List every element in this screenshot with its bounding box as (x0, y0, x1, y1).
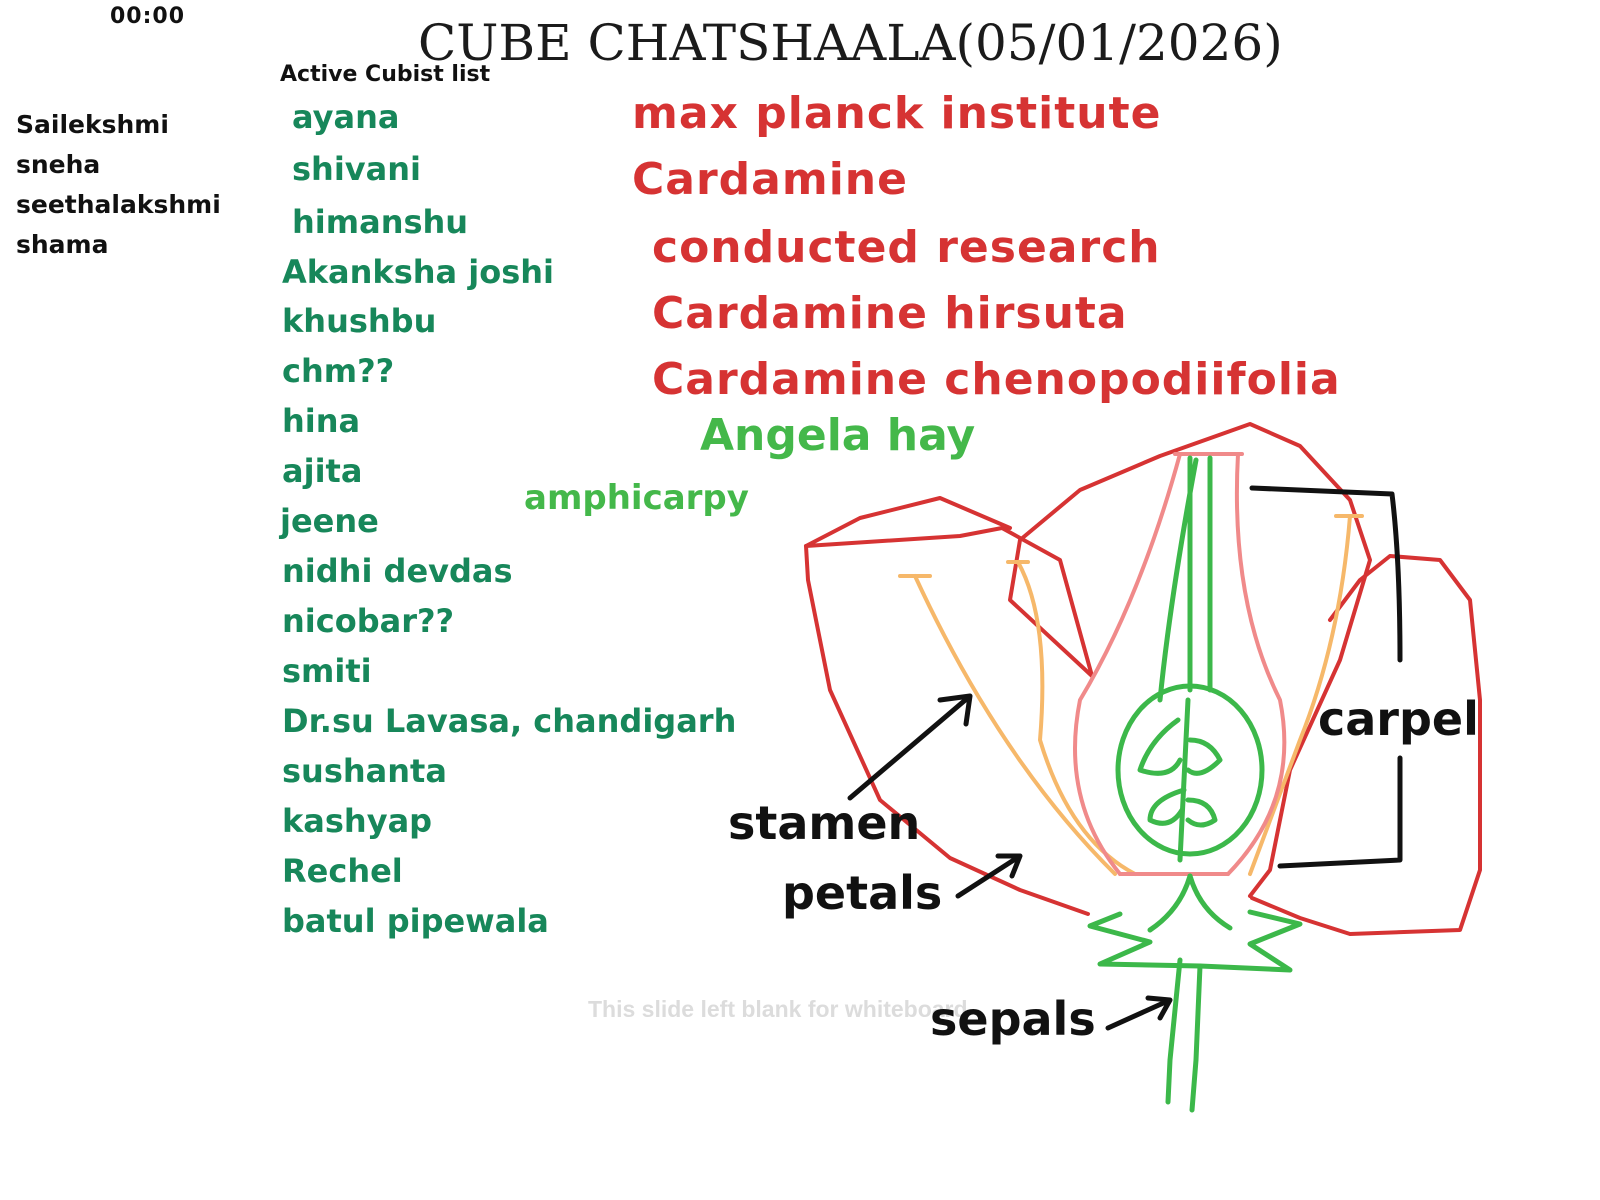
timer-display: 00:00 (110, 4, 186, 29)
note-chenopodiifolia: Cardamine chenopodiifolia (652, 354, 1341, 405)
cubist-name: sushanta (282, 752, 447, 790)
note-research: conducted research (652, 222, 1161, 273)
cubist-name: khushbu (282, 302, 437, 340)
side-name: shama (16, 230, 109, 259)
label-stamen: stamen (728, 796, 921, 850)
cubist-name: kashyap (282, 802, 433, 840)
pistil-and-stem (1087, 455, 1303, 1113)
label-sepals: sepals (930, 992, 1096, 1046)
cubist-name: nidhi devdas (282, 552, 513, 590)
cubist-name: ajita (282, 452, 363, 490)
note-amphicarpy: amphicarpy (524, 478, 749, 518)
carpel-wall (1073, 452, 1287, 876)
slide-background-note: This slide left blank for whiteboard (588, 996, 968, 1022)
cubist-name: Akanksha joshi (282, 253, 555, 291)
cubist-name: shivani (292, 150, 421, 188)
label-carpel: carpel (1318, 692, 1479, 746)
cubist-name: batul pipewala (282, 902, 549, 940)
cubist-name: himanshu (292, 203, 469, 241)
label-arrows (847, 485, 1403, 1031)
side-name: sneha (16, 150, 101, 179)
cubist-name: chm?? (282, 352, 395, 390)
note-max-planck: max planck institute (632, 88, 1162, 139)
cubist-name: hina (282, 402, 361, 440)
cubist-name: Rechel (282, 852, 403, 890)
side-name: Sailekshmi (16, 110, 169, 139)
active-list-heading: Active Cubist list (280, 62, 491, 87)
side-name: seethalakshmi (16, 190, 221, 219)
petal-outlines (804, 422, 1482, 936)
cubist-name: nicobar?? (282, 602, 455, 640)
note-hirsuta: Cardamine hirsuta (652, 288, 1128, 339)
note-cardamine: Cardamine (632, 154, 908, 205)
stamen-filaments (898, 514, 1364, 876)
cubist-name: smiti (282, 652, 372, 690)
cubist-name: ayana (292, 98, 400, 136)
slide-title: CUBE CHATSHAALA(05/01/2026) (418, 14, 1283, 72)
note-angela-hay: Angela hay (700, 410, 976, 461)
cubist-name: jeene (280, 502, 379, 540)
label-petals: petals (782, 866, 943, 920)
cubist-name: Dr.su Lavasa, chandigarh (282, 702, 737, 740)
